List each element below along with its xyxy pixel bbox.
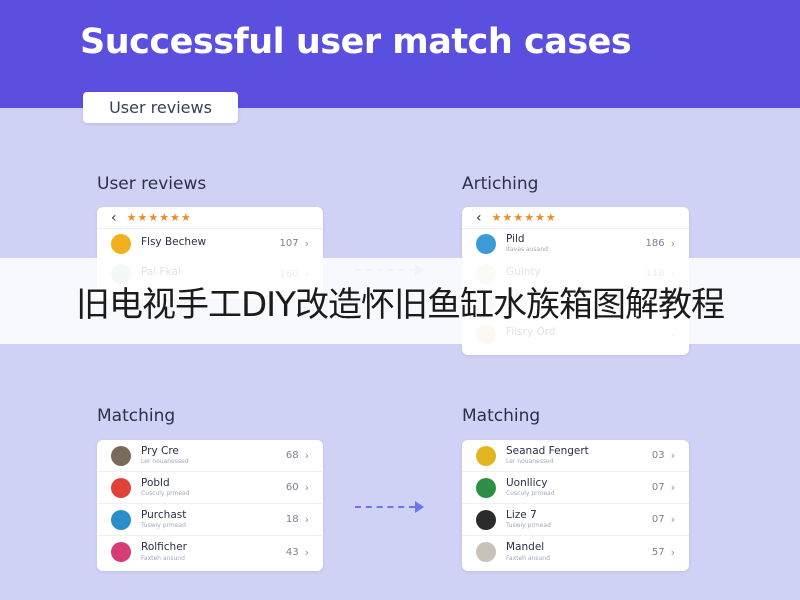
list-item-subtitle: Tuswiy prmead	[141, 522, 186, 530]
list-item-subtitle: Itavas ausand	[506, 246, 548, 254]
page-title: Successful user match cases	[80, 22, 632, 62]
list-item-count: 43	[285, 546, 299, 558]
chevron-right-icon: ›	[304, 237, 309, 250]
list-item-name: Lize 7	[506, 508, 537, 521]
chevron-right-icon: ›	[304, 545, 309, 559]
section-label-matching-right: Matching	[462, 406, 541, 426]
avatar	[111, 509, 131, 530]
list-item-count: 03	[651, 450, 665, 461]
list-item-name: Pobld	[141, 476, 170, 489]
list-item-count: 107	[279, 238, 299, 249]
list-item-name: Seanad Fengert	[506, 444, 589, 457]
card-header: ‹ ★★★★★★	[97, 207, 323, 229]
avatar	[111, 445, 131, 466]
list-item-name: Rolficher	[141, 541, 187, 554]
list-item-count: 07	[651, 482, 665, 493]
list-item-count: 07	[651, 514, 665, 525]
avatar	[111, 233, 131, 254]
avatar	[476, 509, 496, 530]
list-item-subtitle: Tuswiy prmead	[506, 522, 551, 530]
avatar	[476, 542, 496, 562]
overlay-banner: 旧电视手工DIY改造怀旧鱼缸水族箱图解教程	[0, 258, 800, 344]
list-item-name: Pild	[506, 232, 525, 245]
chevron-right-icon: ›	[304, 513, 309, 526]
list-item-name: Mandel	[506, 541, 545, 554]
chevron-right-icon: ›	[670, 481, 675, 494]
list-item-subtitle: Faxteh ansund	[141, 554, 185, 562]
avatar	[476, 233, 496, 254]
list-item-count: 60	[285, 482, 299, 493]
list-item-name: Pry Cre	[141, 444, 179, 457]
star-rating-icon: ★★★★★★	[126, 211, 192, 224]
list-item-subtitle: Faxteh ansund	[506, 554, 550, 562]
tab-user-reviews[interactable]: User reviews	[83, 92, 238, 123]
list-item[interactable]: Flsy Bechew 107 ›	[97, 229, 323, 259]
chevron-right-icon: ›	[304, 481, 309, 494]
list-item-count: 18	[285, 514, 299, 525]
avatar	[111, 477, 131, 498]
list-item-name: Purchast	[141, 508, 187, 521]
chevron-left-icon[interactable]: ‹	[476, 209, 482, 226]
list-item-name: Flsy Bechew	[141, 235, 207, 248]
list-item-subtitle: Cusculy prmead	[141, 490, 190, 498]
section-label-user-reviews: User reviews	[97, 174, 207, 194]
overlay-banner-text: 旧电视手工DIY改造怀旧鱼缸水族箱图解教程	[76, 284, 725, 325]
list-item-text: Flsy Bechew	[141, 237, 280, 251]
header-band	[0, 0, 800, 108]
list-item-subtitle: Cusculy prmead	[506, 490, 555, 498]
arrow-right-icon	[355, 500, 424, 514]
star-rating-icon: ★★★★★★	[491, 211, 557, 224]
chevron-left-icon[interactable]: ‹	[111, 209, 117, 226]
avatar	[476, 445, 496, 466]
chevron-right-icon: ›	[670, 237, 675, 250]
list-item-name: Uonllicy	[506, 476, 548, 489]
list-item-subtitle: Ler nouanessed	[141, 458, 189, 466]
avatar	[476, 477, 496, 498]
card-header: ‹ ★★★★★★	[462, 207, 689, 229]
list-item-subtitle: Ler nouanessed	[506, 458, 554, 466]
chevron-right-icon: ›	[670, 545, 675, 559]
chevron-right-icon: ›	[670, 449, 675, 462]
avatar	[111, 542, 131, 562]
list-item-count: 57	[651, 546, 665, 558]
chevron-right-icon: ›	[304, 449, 309, 462]
list-item-count: 186	[645, 238, 665, 249]
list-item-count: 68	[285, 450, 299, 461]
section-label-artiching: Artiching	[462, 174, 539, 194]
section-label-matching-left: Matching	[97, 406, 176, 426]
chevron-right-icon: ›	[670, 513, 675, 526]
